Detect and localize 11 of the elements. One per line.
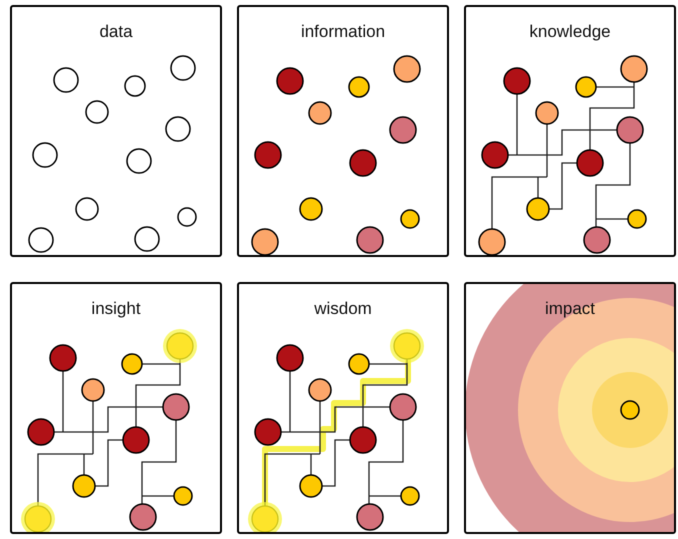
panel	[464, 5, 676, 257]
panel	[237, 5, 449, 257]
panel-title: insight	[91, 298, 141, 320]
panel-title: impact	[544, 298, 596, 320]
panel	[10, 5, 222, 257]
panel-title: wisdom	[314, 298, 372, 320]
panel-title: information	[300, 21, 386, 43]
panel-title: knowledge	[529, 21, 611, 43]
panel-title: data	[99, 21, 133, 43]
panel	[237, 282, 449, 534]
panel	[10, 282, 222, 534]
